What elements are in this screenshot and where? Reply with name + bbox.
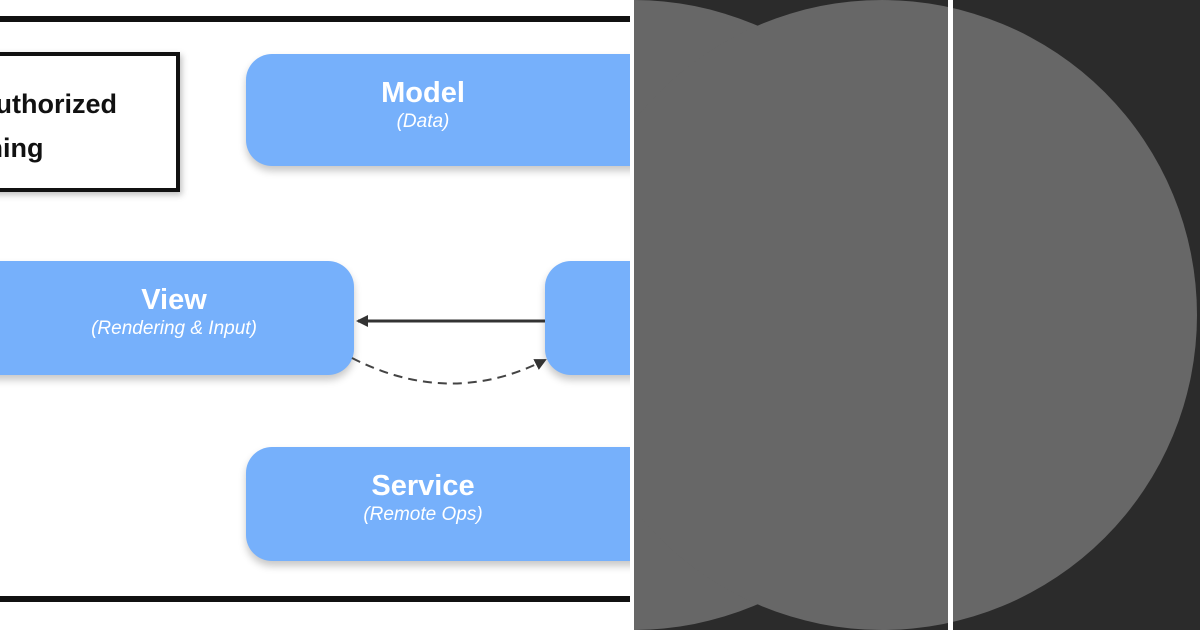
service-node-subtitle: (Remote Ops) <box>363 504 483 525</box>
half-circle-shape-right <box>634 0 1197 630</box>
model-node-subtitle: (Data) <box>396 111 450 132</box>
view-node[interactable]: View (Rendering & Input) <box>0 261 354 375</box>
controller-node[interactable] <box>545 261 630 375</box>
frame-top-border <box>0 16 630 22</box>
service-node[interactable]: Service (Remote Ops) <box>246 447 630 561</box>
model-node[interactable]: Model (Data) <box>246 54 630 166</box>
legend-text-line-2: aining <box>0 133 44 163</box>
edge-view-to-controller <box>351 357 547 385</box>
dark-preview-panel <box>634 0 1200 630</box>
model-node-title: Model <box>381 77 465 109</box>
edges-layer <box>351 315 547 385</box>
view-node-subtitle: (Rendering & Input) <box>91 318 257 339</box>
panel-divider <box>948 0 953 630</box>
service-node-title: Service <box>371 470 475 502</box>
frame-bottom-border <box>0 596 630 602</box>
diagram-panel: nauthorized aining Model (Data) View (Re… <box>0 16 630 602</box>
legend-text-line-1: nauthorized <box>0 89 117 119</box>
view-node-title: View <box>141 284 207 316</box>
legend-box: nauthorized aining <box>0 52 180 192</box>
